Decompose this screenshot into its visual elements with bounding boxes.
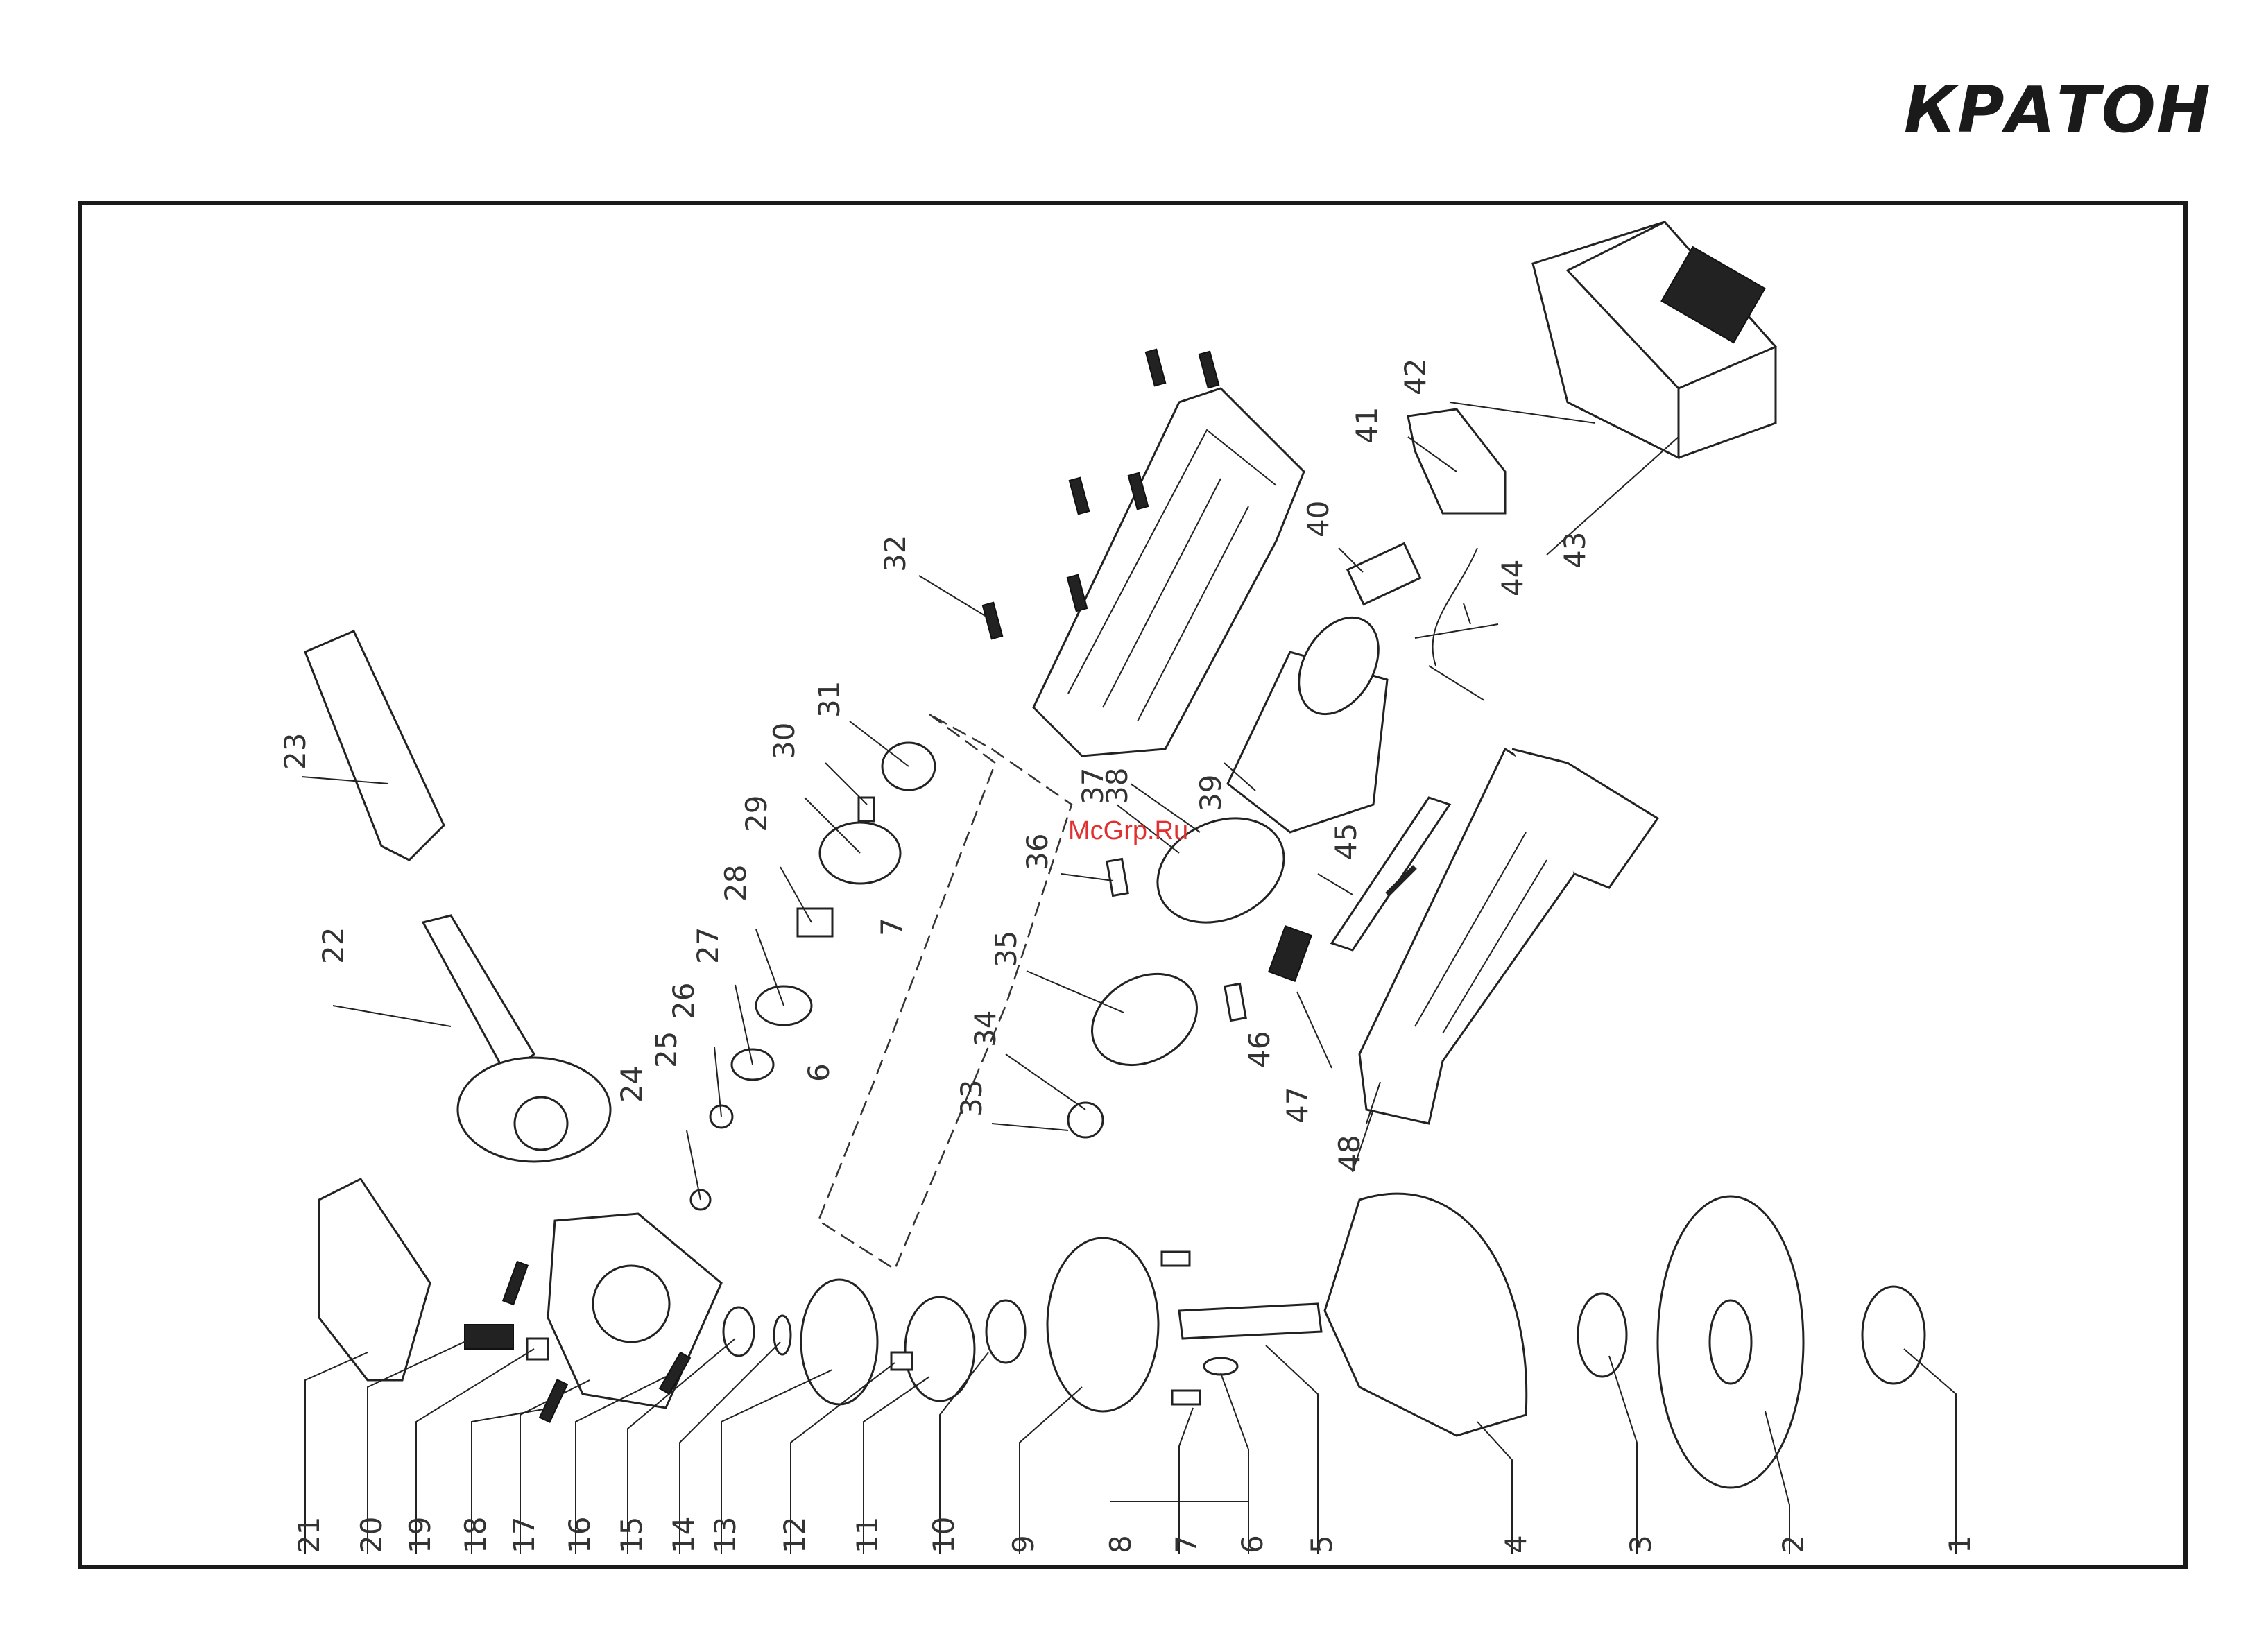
- screw-8: [1172, 1391, 1200, 1404]
- part-label-7-upper: 7: [875, 918, 909, 936]
- spindle-lock-20: [465, 1325, 513, 1349]
- guard-cover: [319, 1179, 430, 1380]
- battery-pack: [1533, 222, 1776, 458]
- part-label-35: 35: [989, 931, 1023, 967]
- part-label-2: 2: [1776, 1535, 1810, 1554]
- part-label-4: 4: [1499, 1535, 1533, 1554]
- spring-19: [527, 1339, 548, 1359]
- watermark: McGrp.Ru: [1068, 816, 1188, 845]
- key-6: [1204, 1358, 1237, 1375]
- part-label-31: 31: [812, 681, 846, 718]
- motor-housing-top: [1033, 388, 1304, 756]
- part-label-23: 23: [278, 733, 312, 770]
- part-label-41: 41: [1350, 407, 1384, 444]
- part-label-3: 3: [1624, 1535, 1658, 1554]
- screw-36: [1107, 859, 1128, 895]
- part-label-39: 39: [1194, 775, 1228, 811]
- part-label-43: 43: [1558, 532, 1592, 569]
- part-label-20: 20: [354, 1517, 388, 1554]
- cooling-fan: [1076, 956, 1214, 1083]
- part-label-13: 13: [708, 1517, 742, 1554]
- part-label-36: 36: [1020, 834, 1054, 870]
- part-label-28: 28: [719, 865, 753, 902]
- part-label-46: 46: [1242, 1031, 1276, 1068]
- spindle-5: [1179, 1304, 1321, 1339]
- main-handle: [1359, 749, 1658, 1124]
- part-label-14: 14: [667, 1517, 701, 1554]
- screw-8b: [1162, 1252, 1190, 1266]
- part-label-27: 27: [691, 927, 725, 964]
- part-label-11: 11: [850, 1517, 884, 1554]
- part-label-40: 40: [1301, 501, 1335, 537]
- part-label-17: 17: [507, 1517, 541, 1554]
- part-label-48: 48: [1332, 1135, 1366, 1172]
- screw-12: [891, 1352, 912, 1370]
- bearing-33: [1068, 1103, 1103, 1137]
- part-label-9: 9: [1006, 1535, 1040, 1554]
- part-label-29: 29: [739, 795, 773, 832]
- wire-harness: [1415, 548, 1498, 700]
- part-label-18: 18: [458, 1517, 492, 1554]
- part-label-22: 22: [316, 927, 350, 964]
- part-label-21: 21: [292, 1517, 326, 1554]
- part-label-44: 44: [1495, 560, 1529, 596]
- screw-46: [1225, 983, 1246, 1020]
- retaining-ring-14: [774, 1316, 791, 1354]
- part-label-6: 6: [1235, 1535, 1269, 1554]
- part-label-15: 15: [615, 1517, 649, 1554]
- part-label-33: 33: [954, 1080, 988, 1117]
- screw-18: [540, 1379, 567, 1422]
- washer-15: [723, 1307, 754, 1356]
- part-label-30: 30: [767, 723, 801, 759]
- bearing-housing-9: [1047, 1238, 1158, 1411]
- part-label-16: 16: [563, 1517, 596, 1554]
- part-label-12: 12: [778, 1517, 812, 1554]
- battery-contacts: [1408, 409, 1505, 513]
- pinion-28: [798, 909, 832, 936]
- screw-gear: [503, 1262, 528, 1305]
- lock-button: [1269, 926, 1312, 981]
- bearing-10: [986, 1300, 1025, 1363]
- motor: [1228, 603, 1395, 832]
- spanner-wrench: [305, 631, 444, 860]
- part-label-5: 5: [1305, 1535, 1339, 1554]
- part-label-1: 1: [1943, 1535, 1977, 1554]
- part-label-45: 45: [1329, 823, 1363, 860]
- part-label-42: 42: [1398, 359, 1432, 395]
- screw-30: [859, 798, 874, 821]
- grinding-disc-2-hub: [1710, 1300, 1751, 1384]
- clamp-nut-1: [1862, 1287, 1925, 1384]
- assembly-boundary: [818, 714, 1072, 1269]
- part-label-19: 19: [403, 1517, 437, 1554]
- part-label-25: 25: [649, 1031, 683, 1068]
- part-label-38: 38: [1100, 768, 1134, 805]
- part-label-24: 24: [615, 1066, 649, 1103]
- side-handle: [423, 915, 610, 1162]
- switch: [1348, 544, 1420, 605]
- part-label-8: 8: [1104, 1535, 1138, 1554]
- shield-4: [1325, 1194, 1527, 1436]
- part-label-10: 10: [927, 1517, 961, 1554]
- part-label-47: 47: [1280, 1087, 1314, 1124]
- part-label-32: 32: [878, 535, 912, 572]
- part-label-6-upper: 6: [802, 1063, 836, 1082]
- inner-flange-3: [1578, 1293, 1626, 1377]
- part-label-34: 34: [968, 1010, 1002, 1047]
- part-label-26: 26: [667, 983, 701, 1019]
- part-label-7: 7: [1169, 1535, 1203, 1554]
